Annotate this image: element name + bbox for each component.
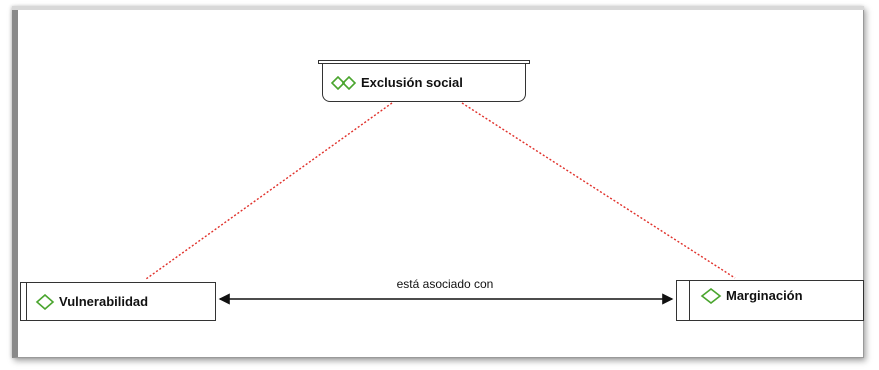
vulnerability-node-bar: [20, 282, 26, 321]
node-label: Marginación: [726, 288, 803, 303]
node-label: Exclusión social: [361, 75, 463, 90]
frame-top-edge: [12, 6, 864, 10]
marginalization-node-bar: [676, 280, 689, 321]
node-marginacion[interactable]: Marginación: [689, 280, 864, 321]
link-exclusion-vulnerability: [145, 102, 393, 280]
node-exclusion-social[interactable]: Exclusión social: [322, 64, 526, 102]
diamond-icon: [700, 288, 722, 304]
node-label: Vulnerabilidad: [59, 294, 149, 309]
association-label: está asociado con: [396, 277, 494, 291]
diamond-icon: [35, 293, 55, 310]
node-vulnerabilidad[interactable]: Vulnerabilidad: [26, 282, 216, 321]
link-exclusion-marginalization: [461, 102, 736, 279]
exclusion-node-cap: [318, 60, 530, 64]
double-diamond-icon: [331, 75, 357, 90]
